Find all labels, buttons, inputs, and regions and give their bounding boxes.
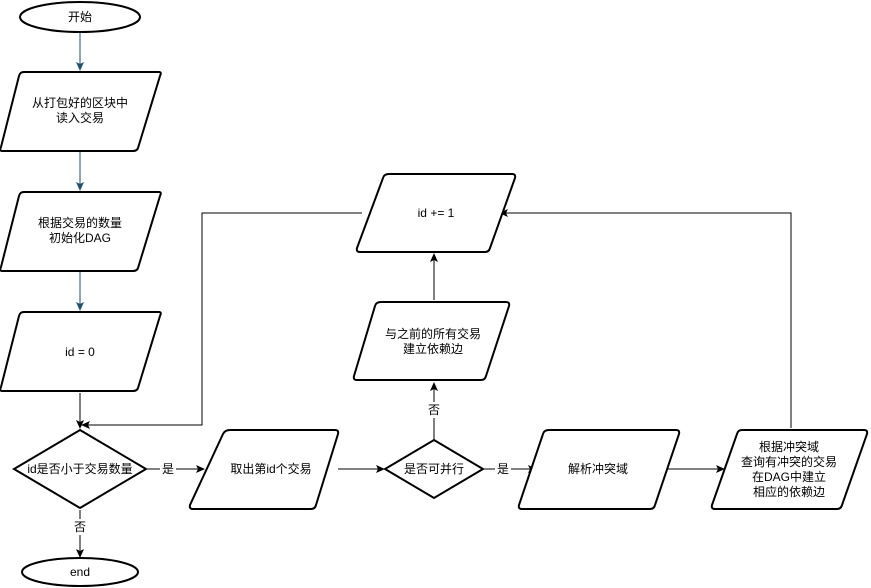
- node-parse-conflict: 解析冲突域: [517, 429, 681, 510]
- node-read-tx: 从打包好的区块中 读入交易: [0, 71, 162, 152]
- node-query-conflict-line-2: 查询有冲突的交易: [741, 454, 837, 469]
- edge-label-id-less-yes: 是: [162, 462, 174, 476]
- node-take-tx: 取出第id个交易: [188, 429, 340, 510]
- edge-query-to-idinc: [499, 209, 792, 428]
- node-read-tx-line-2: 读入交易: [56, 110, 104, 125]
- edge-idinc-to-idless: [81, 212, 362, 429]
- node-id-inc: id += 1: [355, 173, 517, 253]
- node-parallel-decision: 是否可并行: [383, 438, 485, 500]
- node-build-all-edges-line-1: 与之前的所有交易: [385, 326, 481, 341]
- node-read-tx-line-1: 从打包好的区块中: [32, 95, 128, 110]
- edge-labels: 是 否 是 否: [72, 402, 511, 535]
- node-start-label: 开始: [68, 10, 92, 24]
- node-query-conflict: 根据冲突域 查询有冲突的交易 在DAG中建立 相应的依赖边: [710, 429, 869, 510]
- node-init-dag-line-2: 初始化DAG: [49, 231, 111, 245]
- node-parse-conflict-label: 解析冲突域: [568, 461, 628, 476]
- node-id-zero-label: id = 0: [65, 345, 95, 359]
- node-query-conflict-line-3: 在DAG中建立: [752, 469, 826, 484]
- node-end: end: [21, 557, 139, 587]
- node-end-label: end: [70, 565, 90, 579]
- node-take-tx-label: 取出第id个交易: [230, 461, 311, 476]
- node-init-dag-line-1: 根据交易的数量: [38, 215, 122, 230]
- node-build-all-edges-line-2: 建立依赖边: [403, 341, 463, 356]
- node-query-conflict-line-1: 根据冲突域: [759, 439, 819, 454]
- node-id-less-decision: id是否小于交易数量: [12, 428, 148, 510]
- node-id-inc-label: id += 1: [418, 206, 455, 220]
- node-parallel-label: 是否可并行: [404, 462, 464, 476]
- node-build-all-edges: 与之前的所有交易 建立依赖边: [352, 301, 511, 381]
- node-init-dag: 根据交易的数量 初始化DAG: [0, 191, 162, 272]
- edge-label-parallel-no: 否: [428, 403, 440, 417]
- node-id-zero: id = 0: [0, 311, 162, 392]
- node-query-conflict-line-4: 相应的依赖边: [753, 484, 825, 499]
- node-start: 开始: [19, 1, 141, 33]
- edge-label-parallel-yes: 是: [497, 462, 509, 476]
- edge-label-id-less-no: 否: [74, 520, 86, 534]
- node-id-less-label: id是否小于交易数量: [27, 461, 132, 476]
